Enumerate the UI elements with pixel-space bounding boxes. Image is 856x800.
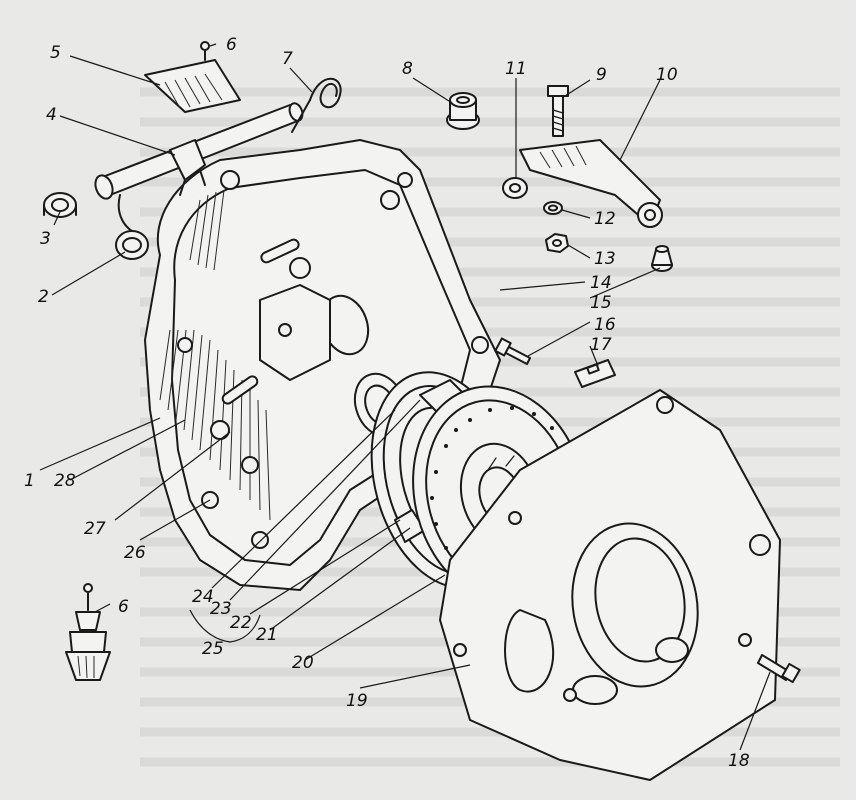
label-21: 21	[256, 625, 278, 645]
label-26: 26	[124, 543, 146, 563]
part-12-washer	[543, 201, 563, 215]
label-27: 27	[84, 519, 106, 539]
leader-lines	[39, 43, 771, 751]
label-13: 13	[594, 249, 616, 269]
clutch-housing	[144, 139, 501, 591]
part-6-detail	[65, 583, 111, 681]
label-23: 23	[210, 599, 232, 619]
label-7: 7	[282, 49, 293, 69]
label-20: 20	[292, 653, 314, 673]
part-9-bolt	[547, 85, 569, 137]
label-15: 15	[590, 293, 612, 313]
label-19: 19	[346, 691, 368, 711]
housing-bolt-bosses	[177, 170, 489, 549]
label-3: 3	[40, 229, 51, 249]
label-11: 11	[505, 59, 527, 79]
part-18-bolt	[757, 654, 801, 684]
part-19-cover-plate	[439, 389, 781, 781]
part-11-sleeve	[502, 177, 528, 199]
part-7-spring	[291, 77, 342, 133]
label-6-detail: 6	[118, 597, 129, 617]
label-12: 12	[594, 209, 616, 229]
label-9: 9	[596, 65, 607, 85]
label-10: 10	[656, 65, 678, 85]
part-number-labels: 5 6 4 3 2 7 8 11 9 10 12 13 14 15 16 17 …	[24, 35, 750, 771]
part-8-nut	[446, 92, 480, 130]
part-16-bolt	[494, 337, 531, 365]
label-4: 4	[46, 105, 57, 125]
label-17: 17	[590, 335, 612, 355]
label-2: 2	[38, 287, 49, 307]
part-3-bushing	[43, 192, 77, 218]
label-18: 18	[728, 751, 750, 771]
label-8: 8	[402, 59, 413, 79]
label-24: 24	[192, 587, 214, 607]
part-13-nut	[545, 233, 569, 253]
part-15-sleeve	[651, 245, 673, 272]
label-25: 25	[202, 639, 224, 659]
part-5-bracket	[144, 41, 241, 113]
part-4-fork-shaft	[94, 102, 304, 236]
label-6: 6	[226, 35, 237, 55]
label-16: 16	[594, 315, 616, 335]
label-14: 14	[590, 273, 612, 293]
label-28: 28	[54, 471, 76, 491]
part-10-lever	[519, 139, 663, 228]
label-5: 5	[50, 43, 61, 63]
label-1: 1	[24, 471, 35, 491]
label-22: 22	[230, 613, 252, 633]
